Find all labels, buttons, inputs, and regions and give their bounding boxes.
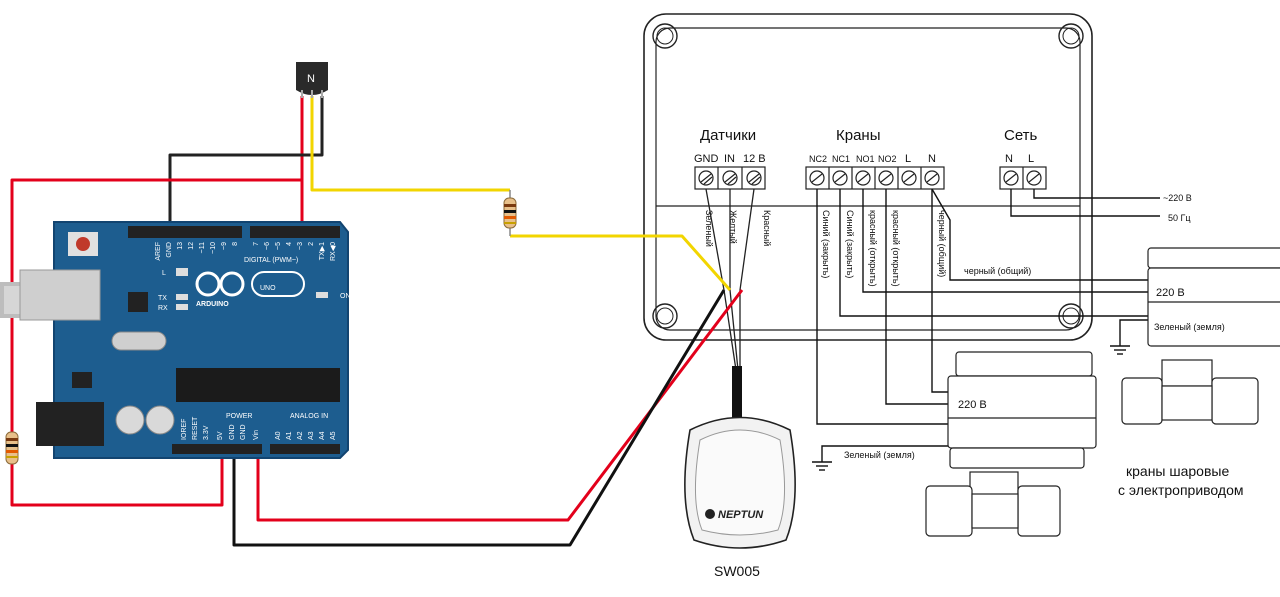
pin-label-nc1: NC1 [832, 154, 850, 164]
svg-text:A0: A0 [275, 431, 282, 440]
pin-label-no2: NO2 [878, 154, 897, 164]
transistor-label: N [307, 73, 315, 85]
svg-text:GND: GND [229, 424, 236, 440]
valve-wires [816, 188, 1160, 462]
common-wire-label: черный (общий) [964, 266, 1031, 276]
svg-text:IOREF: IOREF [181, 419, 188, 440]
sensor-brand: NEPTUN [718, 509, 764, 521]
svg-text:4: 4 [286, 242, 293, 246]
pin-label-l: L [905, 153, 911, 165]
svg-text:12: 12 [188, 242, 195, 250]
wire-label-blue-close-2: Синий (закрыть) [845, 210, 855, 278]
arduino-power-pin-labels: IOREF RESET 3.3V 5V GND GND Vin [181, 416, 260, 440]
valves-caption-line1: краны шаровые [1126, 463, 1229, 479]
svg-text:A2: A2 [297, 431, 304, 440]
svg-text:8: 8 [232, 242, 239, 246]
sensor-cable [732, 366, 742, 434]
arduino-top-pin-labels: AREF GND 13 12 ~11 ~10 ~9 8 7 ~6 ~5 4 ~3… [155, 242, 337, 261]
wire-label-yellow: Желтый [728, 210, 738, 244]
bottom-valve-voltage: 220 В [958, 399, 987, 411]
arduino-digital-label: DIGITAL (PWM~) [244, 257, 298, 264]
wire-label-red-open-1: красный (открыть) [868, 210, 878, 287]
svg-text:7: 7 [253, 242, 260, 246]
svg-text:A5: A5 [330, 431, 337, 440]
valve-terminal-block [805, 166, 945, 190]
pin-label-no1: NO1 [856, 154, 875, 164]
sensor-terminal-block [694, 166, 766, 190]
valves-caption-line2: с электроприводом [1118, 482, 1243, 498]
svg-text:GND: GND [166, 242, 173, 258]
bottom-valve-ground-label: Зеленый (земля) [844, 450, 915, 460]
svg-text:A1: A1 [286, 431, 293, 440]
wire-label-green: Зеленый [704, 210, 714, 247]
svg-text:~9: ~9 [221, 242, 228, 250]
sensors-group-label: Датчики [700, 127, 756, 144]
arduino-tx-label: TX [158, 295, 167, 302]
valves-group-label: Краны [836, 127, 881, 144]
svg-text:5V: 5V [217, 431, 224, 440]
pin-label-12v: 12 В [743, 153, 766, 165]
transistor [296, 62, 328, 98]
svg-text:TX▶1: TX▶1 [319, 242, 326, 260]
arduino-board [0, 221, 349, 459]
wire-label-blue-close-1: Синий (закрыть) [821, 210, 831, 278]
mains-group-label: Сеть [1004, 127, 1038, 144]
top-valve-voltage: 220 В [1156, 287, 1185, 299]
mains-voltage-label: ~220 В [1163, 193, 1192, 203]
arduino-on-label: ON [340, 293, 351, 300]
pin-label-n: N [928, 153, 936, 165]
arduino-logo-text: ARDUINO [196, 301, 229, 308]
svg-text:~6: ~6 [264, 242, 271, 250]
mains-frequency-label: 50 Гц [1168, 213, 1191, 223]
pin-label-mains-l: L [1028, 153, 1034, 165]
resistor-yellow-line [503, 190, 517, 236]
svg-text:RESET: RESET [192, 416, 199, 440]
pin-label-nc2: NC2 [809, 154, 827, 164]
mains-terminal-block [999, 166, 1047, 190]
svg-text:A3: A3 [308, 431, 315, 440]
arduino-power-label: POWER [226, 413, 252, 420]
ball-valve-top [1121, 247, 1280, 425]
svg-text:~3: ~3 [297, 242, 304, 250]
svg-text:GND: GND [240, 424, 247, 440]
wire-label-red-open-2: красный (открыть) [891, 210, 901, 287]
resistor-left-line [5, 431, 19, 465]
pin-label-gnd: GND [694, 153, 719, 165]
arduino-wires [10, 96, 744, 547]
wire-label-black-common: черный (общий) [937, 210, 947, 277]
svg-text:AREF: AREF [155, 242, 162, 261]
ground-symbol-top [1110, 345, 1130, 355]
arduino-rx-label: RX [158, 305, 168, 312]
ball-valve-bottom [925, 351, 1097, 537]
svg-text:13: 13 [177, 242, 184, 250]
svg-text:RX◀0: RX◀0 [330, 242, 337, 261]
pin-label-in: IN [724, 153, 735, 165]
ground-symbol-bottom [812, 461, 832, 471]
svg-text:~5: ~5 [275, 242, 282, 250]
arduino-analog-pin-labels: A0 A1 A2 A3 A4 A5 [275, 431, 337, 440]
pin-label-mains-n: N [1005, 153, 1013, 165]
sensor-model: SW005 [714, 563, 760, 579]
arduino-analog-label: ANALOG IN [290, 413, 328, 420]
svg-text:3.3V: 3.3V [203, 425, 210, 440]
svg-text:~10: ~10 [210, 242, 217, 254]
arduino-l-label: L [162, 270, 166, 277]
svg-text:~11: ~11 [199, 242, 206, 253]
svg-text:Vin: Vin [253, 430, 260, 440]
water-leak-sensor [684, 416, 796, 549]
svg-text:A4: A4 [319, 431, 326, 440]
arduino-model: UNO [260, 285, 276, 292]
wire-label-red: Красный [762, 210, 772, 246]
svg-text:2: 2 [308, 242, 315, 246]
top-valve-ground-label: Зеленый (земля) [1154, 322, 1225, 332]
